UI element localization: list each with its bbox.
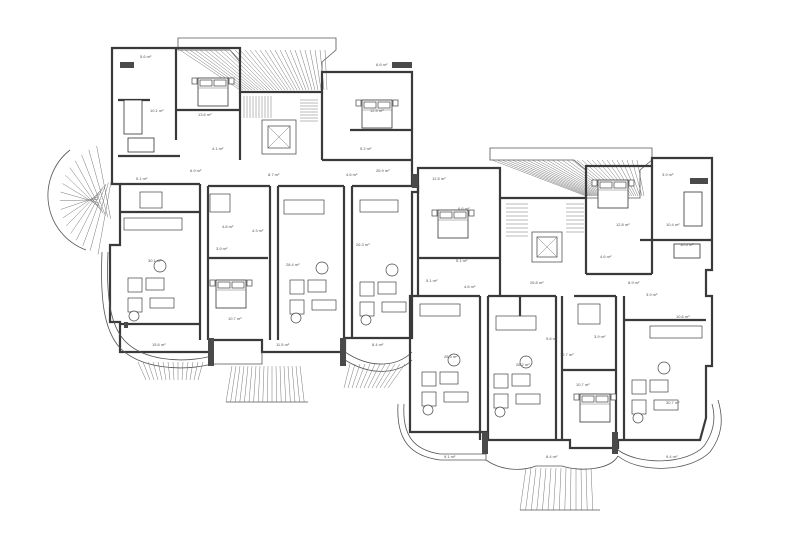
room-label: 12.5 m² <box>432 176 446 181</box>
room-label: 5.1 m² <box>456 258 468 263</box>
left-elevator-core <box>243 96 318 155</box>
room-label: 10.1 m² <box>150 108 164 113</box>
room-label: 8.4 m² <box>372 342 384 347</box>
room-label: 3.9 m² <box>646 292 658 297</box>
room-label: 4.6 m² <box>346 172 358 177</box>
left-interior-walls <box>118 48 412 340</box>
room-label: 3.9 m² <box>594 334 606 339</box>
room-label: 26.3 m² <box>356 242 370 247</box>
room-label: 5.2 m² <box>360 146 372 151</box>
room-label: 6.9 m² <box>190 168 202 173</box>
room-label: 26.9 m² <box>376 168 390 173</box>
left-living-furniture <box>123 191 407 326</box>
room-label: 4.8 m² <box>222 224 234 229</box>
room-label: 30.1 m² <box>148 258 162 263</box>
right-columns <box>412 174 708 454</box>
room-label: 26.8 m² <box>530 280 544 285</box>
right-balcony-curve <box>397 403 487 461</box>
room-label: 30.7 m² <box>666 400 680 405</box>
room-label: 9.4 m² <box>666 454 678 459</box>
left-beds <box>123 77 399 309</box>
room-label: 4.1 m² <box>212 146 224 151</box>
room-label: 15.6 m² <box>152 342 166 347</box>
right-elevator-core <box>506 203 584 263</box>
room-label: 9.6 m² <box>546 336 558 341</box>
room-label: 5.1 m² <box>426 278 438 283</box>
room-label: 10.7 m² <box>576 382 590 387</box>
room-area-labels: 5.6 m² 6.6 m² 13.6 m² 10.1 m² 12.5 m² 4.… <box>136 54 694 459</box>
left-bottom-stair-3 <box>225 365 308 403</box>
room-label: 3.9 m² <box>216 246 228 251</box>
room-label: 11.5 m² <box>276 342 290 347</box>
room-label: 4.6 m² <box>464 284 476 289</box>
room-label: 8.7 m² <box>268 172 280 177</box>
left-outer-wall <box>108 46 420 354</box>
room-label: 13.6 m² <box>198 112 212 117</box>
left-balcony-curve <box>101 251 263 369</box>
room-label: 6.6 m² <box>458 206 470 211</box>
right-living-furniture <box>419 303 703 424</box>
right-bottom-stair <box>519 467 600 511</box>
left-bottom-stair-2 <box>343 363 406 389</box>
left-building <box>47 37 420 403</box>
room-label: 8.4 m² <box>546 454 558 459</box>
room-label: 28.3 m² <box>444 354 458 359</box>
room-label: 4.6 m² <box>600 254 612 259</box>
room-label: 10.7 m² <box>228 316 242 321</box>
room-label: 12.8 m² <box>616 222 630 227</box>
left-bottom-stair <box>137 361 204 381</box>
room-label: 5.1 m² <box>136 176 148 181</box>
room-label: 9.1 m² <box>444 454 456 459</box>
left-stair-roof <box>177 37 337 93</box>
room-label: 28.4 m² <box>286 262 300 267</box>
right-interior-walls <box>418 166 712 440</box>
room-label: 5.6 m² <box>140 54 152 59</box>
room-label: 12.7 m² <box>560 352 574 357</box>
room-label: 12.5 m² <box>370 108 384 113</box>
room-label: 28.2 m² <box>516 362 530 367</box>
room-label: 4.3 m² <box>252 228 264 233</box>
room-label: 10.5 m² <box>680 242 694 247</box>
room-label: 6.6 m² <box>376 62 388 67</box>
room-label: 10.4 m² <box>666 222 680 227</box>
room-label: 3.9 m² <box>662 172 674 177</box>
left-columns <box>120 62 412 366</box>
right-beds <box>431 179 703 423</box>
left-curved-stair <box>47 146 112 255</box>
room-label: 10.6 m² <box>676 314 690 319</box>
right-building <box>397 147 722 511</box>
room-label: 8.9 m² <box>628 280 640 285</box>
